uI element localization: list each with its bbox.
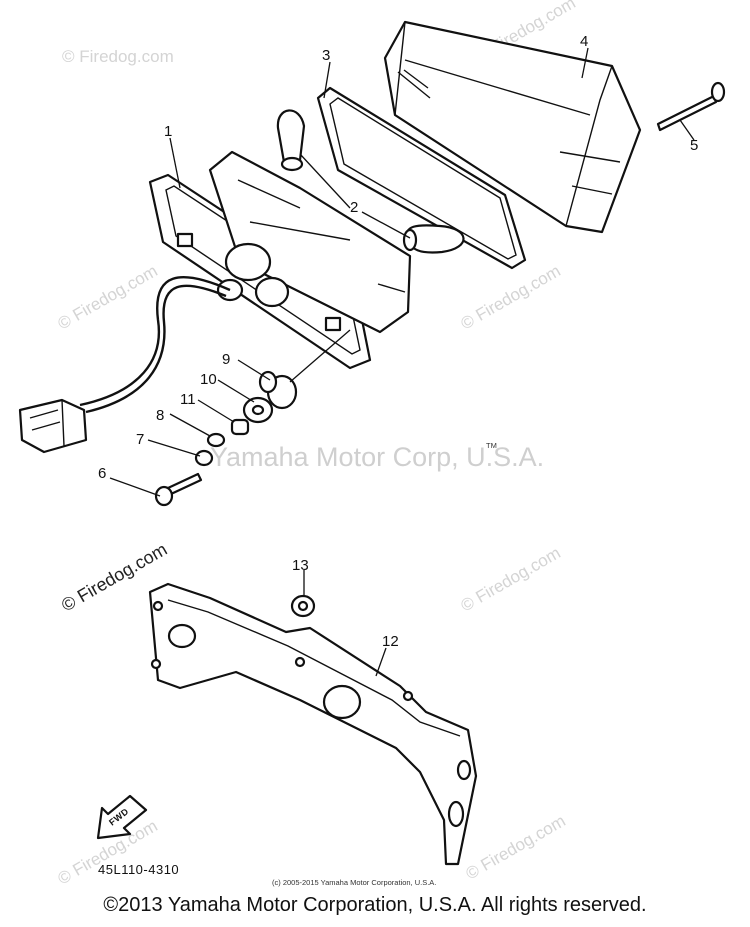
- part-2-bulbs: [276, 109, 465, 254]
- callout-2: 2: [350, 199, 358, 216]
- firedog-watermark: © Firedog.com: [463, 811, 569, 883]
- callout-13: 13: [292, 557, 309, 574]
- small-copyright: (c) 2005-2015 Yamaha Motor Corporation, …: [272, 878, 436, 887]
- firedog-watermark: © Firedog.com: [458, 261, 564, 333]
- part-11-collar: [230, 418, 250, 436]
- callout-10: 10: [200, 371, 217, 388]
- part-12-bracket: [148, 582, 478, 866]
- part-6-bolt: [166, 472, 203, 496]
- callout-11: 11: [180, 391, 196, 408]
- callout-8: 8: [156, 407, 164, 424]
- diagram-code: 45L110-4310: [98, 862, 179, 877]
- callout-7: 7: [136, 431, 144, 448]
- fwd-arrow-icon: FWD: [96, 794, 148, 840]
- copyright-footer: ©2013 Yamaha Motor Corporation, U.S.A. A…: [103, 894, 647, 916]
- callout-1: 1: [164, 123, 172, 140]
- callout-6: 6: [98, 465, 106, 482]
- wire-harness: [18, 276, 231, 454]
- part-8-washer: [206, 432, 226, 448]
- callout-3: 3: [322, 47, 330, 64]
- firedog-watermark: © Firedog.com: [458, 543, 564, 615]
- part-3-gasket: [316, 86, 527, 270]
- firedog-watermark: © Firedog.com: [62, 47, 174, 66]
- callout-12: 12: [382, 633, 399, 650]
- firedog-watermark: © Firedog.com: [55, 261, 161, 333]
- part-13-nut: [290, 594, 316, 618]
- callout-5: 5: [690, 137, 698, 154]
- part-1-base: [148, 150, 412, 370]
- leader-lines: [109, 47, 695, 677]
- yamaha-watermark: Yamaha Motor Corp, U.S.A.: [210, 442, 544, 472]
- hardware-stack: [154, 370, 298, 507]
- callout-9: 9: [222, 351, 230, 368]
- callout-labels: 1 2 3 4 5 6 7 8 9 10 11 12 13: [98, 33, 698, 650]
- trademark-mark: TM: [486, 441, 497, 450]
- part-4-lens: [383, 20, 642, 234]
- part-5-screw: [656, 81, 726, 132]
- callout-4: 4: [580, 33, 588, 50]
- part-7-washer: [194, 449, 214, 467]
